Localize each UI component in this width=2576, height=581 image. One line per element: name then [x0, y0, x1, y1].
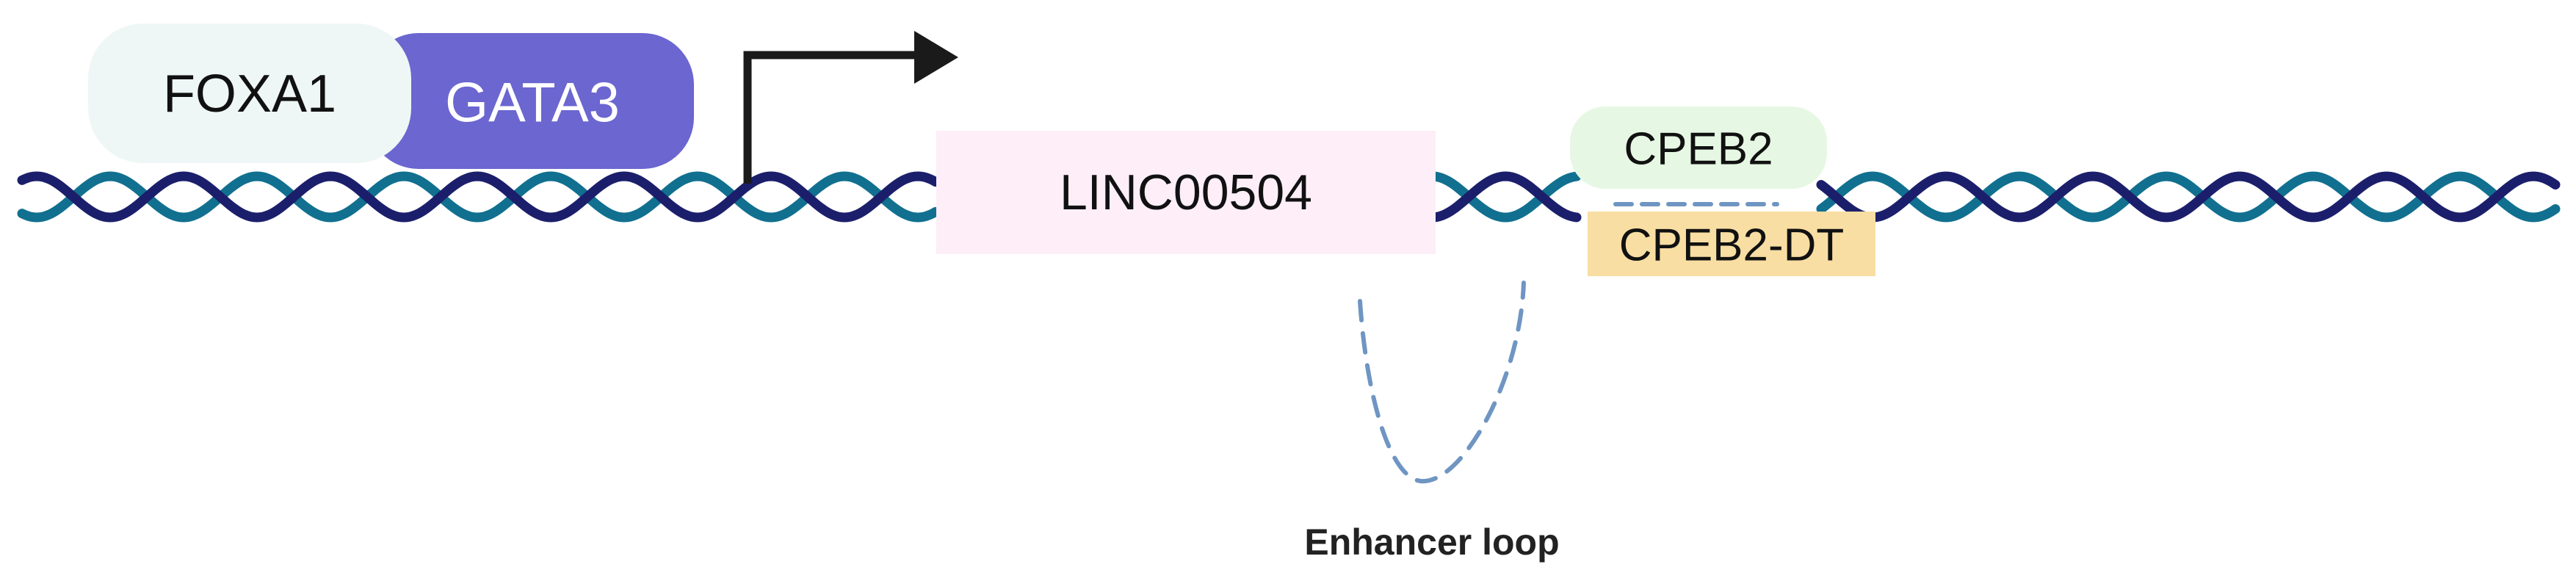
foxa1-pill	[88, 24, 411, 163]
linc00504-box	[936, 131, 1436, 254]
enhancer-loop-label: Enhancer loop	[1304, 522, 1559, 563]
cpeb2-locus: CPEB2 CPEB2-DT	[1570, 107, 1875, 276]
arrowhead-icon	[914, 31, 958, 84]
arrow-shaft	[743, 51, 918, 184]
foxa1-label: FOXA1	[163, 65, 336, 123]
enhancer-loop: Enhancer loop	[1304, 202, 1779, 563]
dna-helix	[17, 171, 2561, 223]
enhancer-loop-curve	[1358, 281, 1526, 484]
transcription-factor-complex: FOXA1 GATA3	[88, 24, 694, 169]
dna-strand-dark	[17, 171, 2561, 223]
linc00504-gene: LINC00504	[936, 131, 1436, 254]
cpeb2-label: CPEB2	[1624, 124, 1773, 175]
gata3-label: GATA3	[445, 72, 620, 134]
cpeb2-pill	[1570, 107, 1827, 189]
gata3-pill	[367, 33, 694, 169]
linc00504-label: LINC00504	[1060, 165, 1312, 220]
cpeb2-dt-label: CPEB2-DT	[1619, 220, 1845, 271]
cpeb2-dt-box	[1588, 212, 1875, 276]
dna-strand-light	[17, 171, 2561, 223]
transcription-start-arrow	[743, 31, 958, 184]
